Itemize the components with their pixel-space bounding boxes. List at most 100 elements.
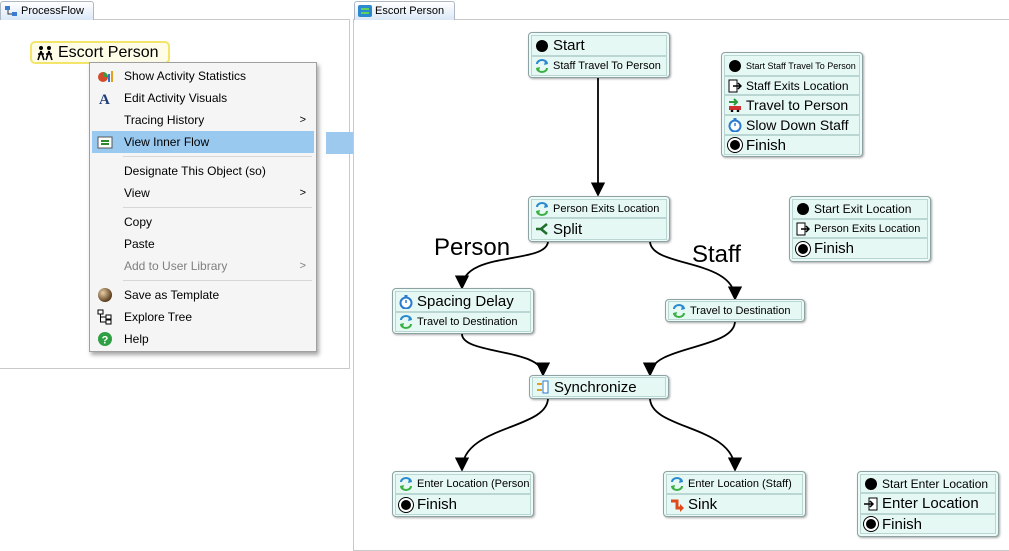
connector <box>642 320 736 377</box>
template-sphere-icon <box>98 288 112 302</box>
staff-travel-to-person-activity[interactable]: Staff Travel To Person <box>531 56 667 76</box>
menu-item-tracing-history[interactable]: Tracing History > <box>92 109 314 131</box>
menu-item-paste[interactable]: Paste <box>124 237 155 251</box>
tab-label: ProcessFlow <box>21 5 84 17</box>
exit-location-block[interactable]: Start Exit Location Person Exits Locatio… <box>789 196 931 262</box>
enter-location-staff-activity[interactable]: Enter Location (Staff) <box>666 474 803 494</box>
start-exit-location-activity[interactable]: Start Exit Location <box>792 199 928 219</box>
exit-icon <box>728 79 742 92</box>
font-a-icon: A <box>99 92 110 106</box>
finish-ring-icon <box>864 517 878 531</box>
context-menu: Show Activity Statistics A Edit Activity… <box>89 62 317 352</box>
subflow-icon <box>536 201 548 216</box>
travel-to-destination-activity[interactable]: Travel to Destination <box>668 301 802 320</box>
subflow-icon <box>671 477 683 491</box>
menu-separator <box>123 207 312 208</box>
connector <box>649 240 743 301</box>
statistics-icon <box>98 71 113 82</box>
subflow-icon <box>536 59 548 73</box>
enter-location-person-activity[interactable]: Enter Location (Person) <box>395 474 531 494</box>
enter-location-activity[interactable]: Enter Location <box>860 493 996 514</box>
sink-icon <box>671 499 684 512</box>
menu-item-explore-tree[interactable]: Explore Tree <box>92 306 314 328</box>
person-exits-location-activity[interactable]: Person Exits Location <box>531 199 667 218</box>
synchronize-icon <box>537 380 549 394</box>
split-activity[interactable]: Split <box>531 218 667 240</box>
staff-exits-location-activity[interactable]: Staff Exits Location <box>724 76 860 95</box>
exit-icon <box>796 222 810 235</box>
synchronize-block[interactable]: Synchronize <box>529 375 669 399</box>
enter-location-block[interactable]: Start Enter Location Enter Location Fini… <box>857 471 999 537</box>
menu-separator <box>123 156 312 157</box>
start-dot-icon <box>864 477 878 491</box>
start-dot-icon <box>728 59 742 73</box>
finish-activity[interactable]: Finish <box>860 514 996 534</box>
start-enter-location-activity[interactable]: Start Enter Location <box>860 474 996 493</box>
connector <box>461 333 551 377</box>
finish-ring-icon <box>728 138 742 152</box>
start-staff-travel-activity[interactable]: Start Staff Travel To Person <box>724 55 860 76</box>
travel-icon <box>729 98 741 112</box>
slow-down-staff-activity[interactable]: Slow Down Staff <box>724 115 860 135</box>
escort-person-label: Escort Person <box>58 44 159 61</box>
enter-location-staff-block[interactable]: Enter Location (Staff) Sink <box>663 471 806 517</box>
person-exits-split-block[interactable]: Person Exits Location Split <box>528 196 670 242</box>
finish-activity[interactable]: Finish <box>724 135 860 155</box>
staff-branch-label: Staff <box>692 241 741 268</box>
connector <box>649 397 743 472</box>
svg-text:?: ? <box>102 335 109 347</box>
subflow-icon <box>673 303 685 318</box>
staff-travel-to-person-block[interactable]: Start Staff Travel To Person Staff Exits… <box>721 52 863 157</box>
tree-icon <box>97 309 112 325</box>
start-block[interactable]: Start Staff Travel To Person <box>528 32 670 78</box>
finish-activity[interactable]: Finish <box>395 494 531 515</box>
menu-item-copy[interactable]: Copy <box>124 215 153 229</box>
person-branch-label: Person <box>434 234 511 261</box>
spacing-delay-activity[interactable]: Spacing Delay <box>395 291 531 312</box>
inner-flow-icon <box>97 136 113 149</box>
flow-icon <box>358 5 372 17</box>
sink-activity[interactable]: Sink <box>666 494 803 515</box>
connector <box>454 397 549 472</box>
enter-icon <box>864 497 878 510</box>
finish-ring-icon <box>796 241 810 256</box>
start-dot-icon <box>535 39 549 53</box>
svg-text:A: A <box>99 92 110 106</box>
enter-location-person-block[interactable]: Enter Location (Person) Finish <box>392 471 534 517</box>
submenu-arrow-icon: > <box>299 260 306 272</box>
stopwatch-icon <box>399 294 413 309</box>
finish-activity[interactable]: Finish <box>792 238 928 259</box>
travel-to-destination-staff-block[interactable]: Travel to Destination <box>665 299 805 322</box>
tab-label: Escort Person <box>375 5 445 17</box>
menu-item-designate-object[interactable]: Designate This Object (so) <box>124 164 266 178</box>
travel-to-person-activity[interactable]: Travel to Person <box>724 95 860 115</box>
synchronize-activity[interactable]: Synchronize <box>532 377 666 397</box>
subflow-icon <box>400 315 412 329</box>
split-icon <box>536 223 548 235</box>
start-dot-icon <box>796 202 810 216</box>
subflow-icon <box>400 477 412 491</box>
processflow-icon <box>5 6 17 16</box>
menu-item-view[interactable]: View > <box>92 182 314 204</box>
person-exits-location-activity[interactable]: Person Exits Location <box>792 219 928 238</box>
menu-item-show-activity-statistics[interactable]: Show Activity Statistics <box>92 65 314 87</box>
start-activity[interactable]: Start <box>531 35 667 56</box>
submenu-arrow-icon: > <box>299 187 306 199</box>
tab-escort-person[interactable]: Escort Person <box>354 1 455 20</box>
tab-processflow[interactable]: ProcessFlow <box>0 1 94 20</box>
menu-item-edit-activity-visuals[interactable]: A Edit Activity Visuals <box>99 91 228 106</box>
stopwatch-icon <box>728 118 742 132</box>
spacing-delay-block[interactable]: Spacing Delay Travel to Destination <box>392 288 534 334</box>
travel-to-destination-activity[interactable]: Travel to Destination <box>395 312 531 332</box>
connector <box>454 240 549 290</box>
people-icon <box>37 46 53 61</box>
menu-item-view-inner-flow[interactable]: View Inner Flow <box>92 131 314 153</box>
submenu-arrow-icon: > <box>299 114 306 126</box>
menu-separator <box>123 280 312 281</box>
menu-item-add-to-user-library[interactable]: Add to User Library > <box>92 255 314 277</box>
menu-item-save-as-template[interactable]: Save as Template <box>92 284 314 306</box>
help-icon: ? <box>98 332 112 347</box>
finish-ring-icon <box>399 497 413 512</box>
menu-item-help[interactable]: ? Help <box>92 328 314 350</box>
